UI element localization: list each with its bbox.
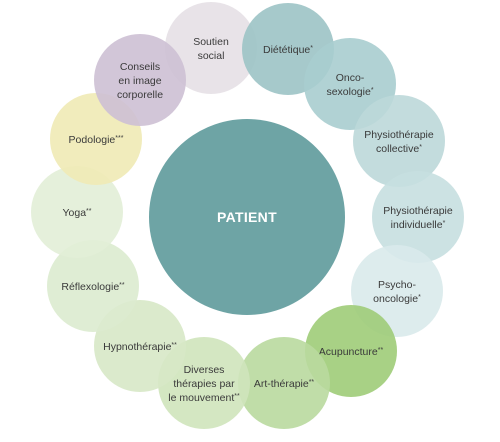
- evidence-marker: *: [310, 45, 313, 52]
- care-option-circle: [238, 337, 330, 429]
- evidence-marker: **: [119, 282, 125, 289]
- care-option-label-line: individuelle*: [391, 219, 446, 231]
- evidence-marker: ***: [115, 135, 123, 142]
- care-option-conseils-en-image-corporelle: Conseils en image corporelle: [94, 34, 186, 126]
- care-option-label-line: Physiothérapie: [383, 205, 453, 217]
- patient-circle: [149, 119, 345, 315]
- care-option-art-therapie: Art-thérapie**: [238, 337, 330, 429]
- care-option-label-line: sexologie*: [326, 86, 373, 98]
- care-option-label-line: social: [198, 50, 225, 62]
- care-option-label: Physiothérapie collective*: [364, 129, 434, 155]
- care-option-label-line: en image: [118, 75, 161, 87]
- care-option-label-line: Diverses: [184, 364, 225, 376]
- care-option-label: Psycho-oncologie*: [373, 279, 421, 305]
- care-option-label: Conseils en image corporelle: [117, 61, 163, 101]
- care-option-circle: [372, 171, 464, 263]
- care-option-physiotherapie-collective: Physiothérapie collective*: [353, 95, 445, 187]
- care-option-label: Podologie***: [69, 134, 124, 146]
- care-option-label-line: Conseils: [120, 61, 160, 73]
- care-option-label-line: thérapies par: [173, 378, 235, 390]
- care-option-circle: [165, 2, 257, 94]
- evidence-marker: **: [171, 342, 177, 349]
- care-option-label-line: Yoga**: [62, 207, 91, 219]
- care-option-label-line: Podologie***: [69, 134, 124, 146]
- care-option-label-line: collective*: [376, 143, 422, 155]
- patient-label: PATIENT: [217, 209, 277, 225]
- evidence-marker: **: [309, 379, 315, 386]
- evidence-marker: **: [86, 208, 92, 215]
- care-option-circle: [353, 95, 445, 187]
- care-option-label: Yoga**: [62, 207, 91, 219]
- care-option-label: Hypnothérapie**: [103, 341, 177, 353]
- evidence-marker: *: [418, 294, 421, 301]
- care-option-label-line: Art-thérapie**: [254, 378, 315, 390]
- care-option-label: Soutien social: [193, 36, 229, 62]
- care-option-label-line: Psycho-: [378, 279, 416, 291]
- care-option-label: Réflexologie**: [61, 281, 125, 293]
- care-option-label-line: corporelle: [117, 89, 163, 101]
- care-option-label: Diverses thérapies par le mouvement**: [168, 364, 240, 404]
- care-option-label-line: oncologie*: [373, 293, 421, 305]
- care-option-circle: [47, 240, 139, 332]
- care-option-label-line: Physiothérapie: [364, 129, 434, 141]
- evidence-marker: *: [443, 220, 446, 227]
- care-option-label-line: Acupuncture**: [319, 346, 384, 358]
- evidence-marker: **: [234, 393, 240, 400]
- evidence-marker: **: [378, 347, 384, 354]
- care-option-physiotherapie-individuelle: Physiothérapie individuelle*: [372, 171, 464, 263]
- care-option-label-line: le mouvement**: [168, 392, 240, 404]
- care-option-circle: [94, 34, 186, 126]
- care-option-label-line: Onco-: [336, 72, 365, 84]
- care-option-soutien-social: Soutien social: [165, 2, 257, 94]
- care-option-reflexologie: Réflexologie**: [47, 240, 139, 332]
- care-option-label-line: Réflexologie**: [61, 281, 125, 293]
- care-option-label: Diététique*: [263, 44, 313, 56]
- care-option-circle: [31, 166, 123, 258]
- care-option-label-line: Hypnothérapie**: [103, 341, 177, 353]
- evidence-marker: *: [419, 144, 422, 151]
- care-option-label: Acupuncture**: [319, 346, 384, 358]
- care-option-label-line: Soutien: [193, 36, 229, 48]
- care-option-label: Art-thérapie**: [254, 378, 315, 390]
- care-option-yoga: Yoga**: [31, 166, 123, 258]
- care-option-label: Physiothérapie individuelle*: [383, 205, 453, 231]
- care-option-label-line: Diététique*: [263, 44, 313, 56]
- care-option-label: Onco-sexologie*: [326, 72, 373, 98]
- evidence-marker: *: [371, 87, 374, 94]
